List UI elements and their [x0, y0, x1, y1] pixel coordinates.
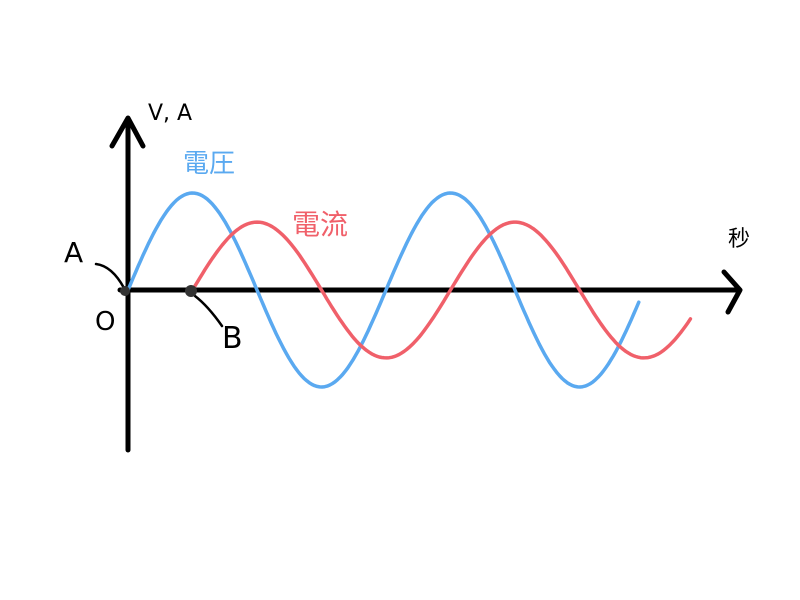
series-line-current	[190, 220, 693, 360]
annotation-b-leader	[193, 294, 224, 328]
series-label-voltage: 電圧	[183, 149, 235, 179]
x-axis-arrow	[721, 269, 743, 315]
annotation-b-label: B	[222, 321, 243, 356]
point-b-marker	[185, 285, 197, 297]
x-axis-label: 秒	[728, 227, 750, 252]
y-axis-label: V, A	[148, 101, 192, 126]
series-line-voltage	[126, 191, 641, 389]
point-a-marker	[120, 286, 130, 296]
origin-label: O	[95, 307, 115, 337]
annotation-a-leader	[94, 262, 126, 290]
series-label-current: 電流	[292, 208, 348, 241]
annotation-a-label: A	[64, 236, 83, 269]
y-axis-arrow	[109, 115, 146, 149]
